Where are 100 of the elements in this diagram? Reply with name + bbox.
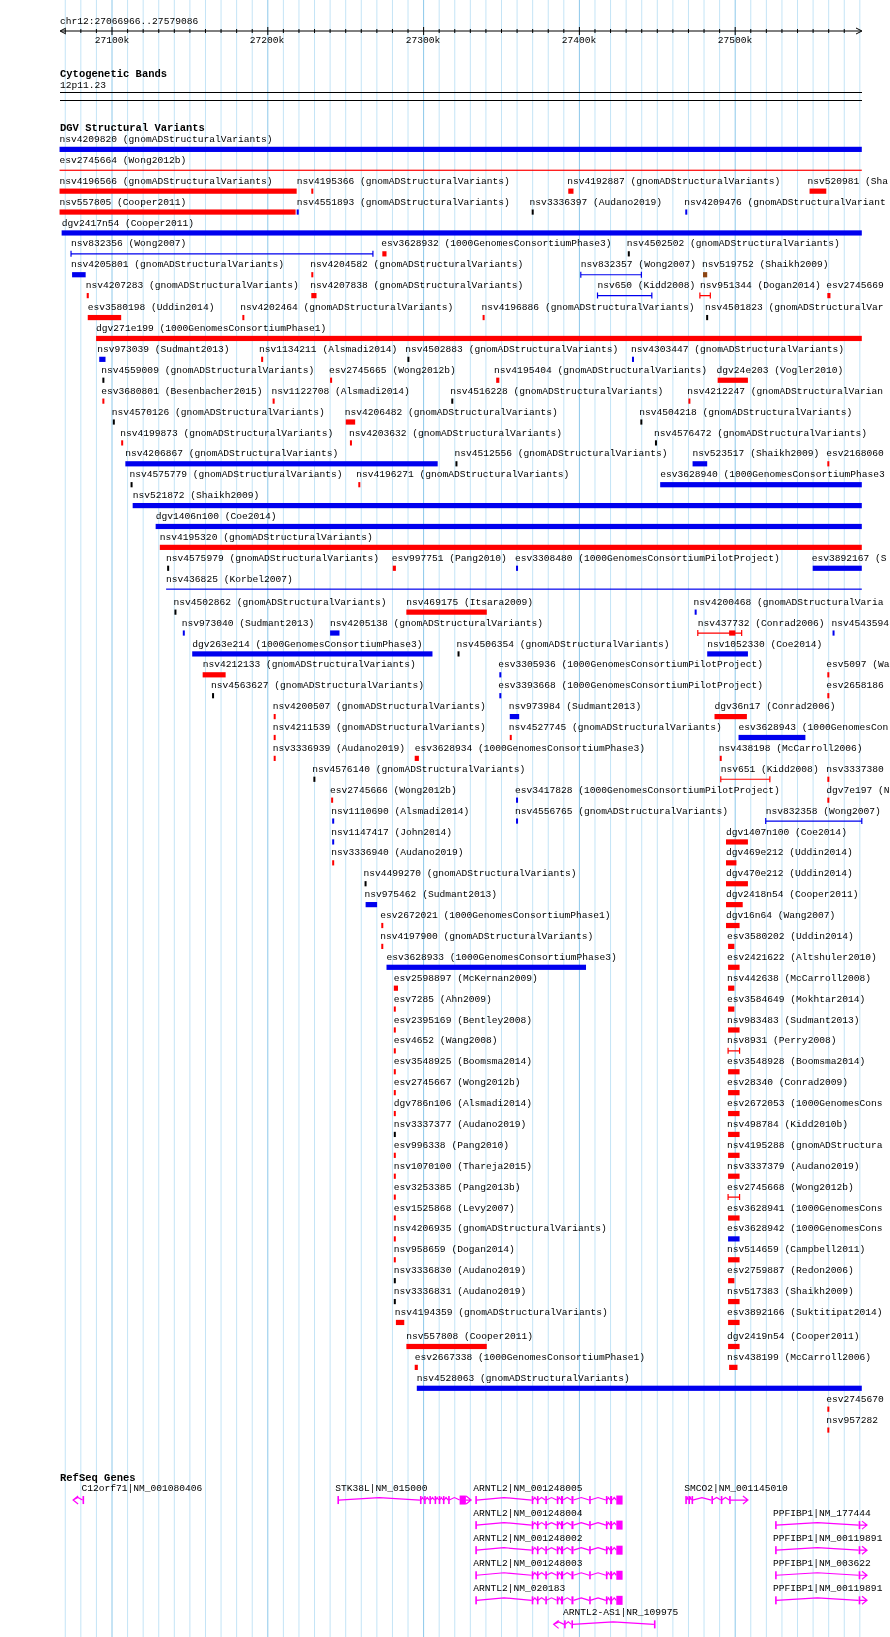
variant-label: esv3628932 (1000GenomesConsortiumPhase3) — [381, 238, 612, 251]
variant-label: nsv517383 (Shaikh2009) — [727, 1286, 854, 1299]
variant-label: dgv271e199 (1000GenomesConsortiumPhase1) — [96, 323, 327, 336]
variant-label: nsv973040 (Sudmant2013) — [181, 617, 315, 630]
variant-label: nsv4576140 (gnomADStructuralVariants) — [312, 763, 526, 776]
variant-label: nsv4195404 (gnomADStructuralVariants) — [494, 364, 708, 377]
locus-label: chr12:27066966..27579086 — [60, 15, 199, 28]
variant-label: nsv4195288 (gnomADStructura — [727, 1139, 883, 1152]
variant-label: nsv3337377 (Audano2019) — [393, 1119, 527, 1132]
variant-label: nsv498784 (Kidd2010b) — [727, 1119, 848, 1132]
variant-label: esv2658186 — [826, 680, 884, 693]
variant-label: esv3892166 (Suktitipat2014) — [727, 1307, 883, 1320]
variant-label: nsv983483 (Sudmant2013) — [727, 1014, 860, 1027]
variant-label: nsv4196271 (gnomADStructuralVariants) — [356, 469, 570, 482]
gene-label: SMCO2|NM_001145010 — [684, 1482, 788, 1495]
variant-label: nsv4502502 (gnomADStructuralVariants) — [626, 238, 840, 251]
variant-label: nsv3336831 (Audano2019) — [393, 1286, 527, 1299]
variant-label: nsv4563627 (gnomADStructuralVariants) — [211, 680, 425, 693]
gene-label: ARNTL2|NM_001248002 — [473, 1532, 583, 1545]
variant-label: nsv4196886 (gnomADStructuralVariants) — [481, 302, 695, 315]
variant-label: nsv437732 (Conrad2006) — [697, 617, 825, 630]
variant-label: nsv4200468 (gnomADStructuralVaria — [693, 596, 884, 609]
variant-label: nsv4206867 (gnomADStructuralVariants) — [125, 448, 339, 461]
variant-label: nsv4502883 (gnomADStructuralVariants) — [405, 343, 619, 356]
variant-label: nsv4200507 (gnomADStructuralVariants) — [272, 701, 486, 714]
variant-label: nsv4501823 (gnomADStructuralVar — [705, 302, 884, 315]
variant-label: nsv436825 (Korbel2007) — [166, 573, 293, 586]
variant-label: nsv3336830 (Audano2019) — [393, 1265, 527, 1278]
variant-label: dgv2418n54 (Cooper2011) — [726, 889, 859, 902]
variant-label: nsv4516228 (gnomADStructuralVariants) — [450, 385, 664, 398]
track-title: DGV Structural Variants — [60, 121, 205, 134]
variant-label: esv7285 (Ahn2009) — [393, 993, 492, 1006]
variant-label: esv2667338 (1000GenomesConsortiumPhase1) — [414, 1351, 645, 1364]
variant-label: nsv514659 (Campbell2011) — [727, 1244, 866, 1257]
axis-tick-label: 27500k — [717, 35, 753, 47]
variant-label: esv3417828 (1000GenomesConsortiumPilotProject) — [515, 784, 780, 797]
variant-label: nsv4206935 (gnomADStructuralVariants) — [393, 1223, 607, 1236]
variant-label: esv2395169 (Bentley2008) — [393, 1014, 532, 1027]
gene-label: C12orf71|NM_001080406 — [81, 1482, 203, 1495]
variant-label: nsv4195366 (gnomADStructuralVariants) — [296, 175, 510, 188]
variant-label: nsv832357 (Wong2007) — [580, 259, 696, 272]
variant-label: nsv651 (Kidd2008) — [720, 763, 819, 776]
variant-label: nsv4576472 (gnomADStructuralVariants) — [653, 427, 867, 440]
variant-label: nsv4207838 (gnomADStructuralVariants) — [310, 280, 524, 293]
variant-label: esv3892167 (S — [811, 552, 887, 565]
variant-label: nsv973984 (Sudmant2013) — [508, 701, 642, 714]
variant-label: nsv4575779 (gnomADStructuralVariants) — [129, 469, 343, 482]
variant-label: nsv3336397 (Audano2019) — [529, 196, 663, 209]
variant-label: esv996338 (Pang2010) — [393, 1139, 509, 1152]
variant-label: esv28340 (Conrad2009) — [727, 1077, 848, 1090]
variant-label: nsv1147417 (John2014) — [331, 826, 453, 839]
gene-label: PPFIBP1|NM_00119891 — [773, 1582, 883, 1595]
variant-label: nsv4204582 (gnomADStructuralVariants) — [310, 259, 524, 272]
variant-label: nsv4209820 (gnomADStructuralVariants) — [59, 133, 273, 146]
variant-label: nsv3336939 (Audano2019) — [272, 742, 406, 755]
gene-label: STK38L|NM_015000 — [335, 1482, 428, 1495]
variant-label: nsv520981 (Sha — [807, 175, 889, 188]
variant-label: nsv438199 (McCarroll2006) — [727, 1351, 871, 1364]
variant-label: esv3253385 (Pang2013b) — [393, 1181, 521, 1194]
variant-label: esv2745667 (Wong2012b) — [393, 1077, 521, 1090]
variant-label: dgv786n106 (Alsmadi2014) — [393, 1098, 532, 1111]
variant-label: nsv4194359 (gnomADStructuralVariants) — [394, 1307, 608, 1320]
gene-label: PPFIBP1|NM_003622 — [773, 1557, 871, 1570]
variant-label: nsv1052330 (Coe2014) — [707, 638, 823, 651]
gene-label: ARNTL2|NM_020183 — [473, 1582, 566, 1595]
variant-label: nsv1122708 (Alsmadi2014) — [271, 385, 410, 398]
variant-label: esv2759887 (Redon2006) — [727, 1265, 854, 1278]
variant-label: nsv8931 (Perry2008) — [727, 1035, 837, 1048]
variant-label: nsv4212247 (gnomADStructuralVarian — [687, 385, 884, 398]
track-title: RefSeq Genes — [60, 1471, 136, 1484]
variant-label: nsv4205138 (gnomADStructuralVariants) — [330, 617, 544, 630]
variant-label: esv3584649 (Mokhtar2014) — [727, 993, 866, 1006]
variant-label: nsv957282 — [826, 1414, 879, 1427]
variant-label: esv3393668 (1000GenomesConsortiumPilotProject) — [498, 680, 764, 693]
variant-label: nsv4575979 (gnomADStructuralVariants) — [166, 552, 380, 565]
variant-label: dgv1407n100 (Coe2014) — [726, 826, 847, 839]
variant-label: dgv1406n100 (Coe2014) — [155, 511, 277, 524]
variant-label: nsv4559009 (gnomADStructuralVariants) — [101, 364, 315, 377]
variant-label: nsv557805 (Cooper2011) — [59, 196, 187, 209]
variant-label: esv2745665 (Wong2012b) — [329, 364, 456, 377]
variant-label: nsv1110690 (Alsmadi2014) — [331, 805, 470, 818]
variant-label: esv3628940 (1000GenomesConsortiumPhase3 — [660, 469, 885, 482]
variant-label: nsv4499270 (gnomADStructuralVariants) — [363, 868, 577, 881]
variant-label: dgv2419n54 (Cooper2011) — [727, 1331, 860, 1344]
variant-label: nsv557808 (Cooper2011) — [406, 1331, 533, 1344]
variant-label: dgv24e203 (Vogler2010) — [716, 364, 844, 377]
variant-label: dgv36n17 (Conrad2006) — [714, 701, 836, 714]
variant-label: nsv4195320 (gnomADStructuralVariants) — [159, 531, 373, 544]
variant-label: nsv4527745 (gnomADStructuralVariants) — [508, 722, 722, 735]
variant-label: nsv650 (Kidd2008) — [597, 280, 696, 293]
variant-label: esv4652 (Wang2008) — [393, 1035, 498, 1048]
variant-label: nsv832356 (Wong2007) — [71, 238, 187, 251]
variant-label: nsv4506354 (gnomADStructuralVariants) — [456, 638, 670, 651]
variant-label: dgv263e214 (1000GenomesConsortiumPhase3) — [192, 638, 423, 651]
variant-label: nsv4512556 (gnomADStructuralVariants) — [454, 448, 668, 461]
variant-label: nsv973039 (Sudmant2013) — [97, 343, 230, 356]
variant-label: nsv951344 (Dogan2014) — [699, 280, 821, 293]
variant-label: esv2745670 — [826, 1393, 884, 1406]
variant-label: nsv4203632 (gnomADStructuralVariants) — [348, 427, 562, 440]
axis-tick-label: 27300k — [405, 35, 441, 47]
